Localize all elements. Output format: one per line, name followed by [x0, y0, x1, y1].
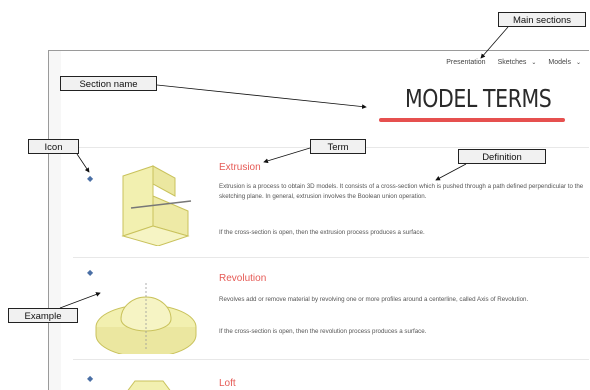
callout-section-name: Section name: [60, 76, 157, 91]
loft-icon: ◆: [87, 374, 94, 383]
term-title: Extrusion: [219, 162, 261, 173]
app-window: Presentation Sketches ⌄ Models ⌄ MODEL TER…: [48, 50, 589, 390]
term-note: If the cross-section is open, then the e…: [219, 229, 425, 236]
nav-sketches-label: Sketches: [497, 59, 527, 66]
callout-example: Example: [8, 308, 78, 323]
main-nav: Presentation Sketches ⌄ Models ⌄: [446, 59, 581, 66]
term-title: Loft: [219, 378, 236, 389]
section-divider: [73, 359, 589, 360]
term-note: If the cross-section is open, then the r…: [219, 328, 427, 335]
title-underline: [379, 118, 565, 122]
nav-models[interactable]: Models ⌄: [548, 59, 581, 66]
chevron-down-icon: ⌄: [575, 60, 581, 66]
callout-term: Term: [310, 139, 366, 154]
section-divider: [73, 257, 589, 258]
extrusion-example-model: [121, 165, 192, 246]
term-definition: Extrusion is a process to obtain 3D mode…: [219, 183, 584, 200]
nav-models-label: Models: [548, 59, 571, 66]
page-title: MODEL TERMS: [405, 84, 552, 113]
callout-main-sections: Main sections: [498, 12, 586, 27]
revolution-example-model: [95, 283, 197, 354]
term-definition: Revolves add or remove material by revol…: [219, 296, 529, 303]
revolution-icon: ◆: [87, 268, 94, 277]
callout-definition: Definition: [458, 149, 546, 164]
loft-example-model: [127, 380, 171, 390]
content-area: Presentation Sketches ⌄ Models ⌄ MODEL TER…: [61, 51, 589, 390]
nav-sketches[interactable]: Sketches ⌄: [498, 59, 537, 66]
chevron-down-icon: ⌄: [531, 60, 537, 66]
term-title: Revolution: [219, 273, 267, 284]
callout-icon: Icon: [28, 139, 79, 154]
nav-presentation[interactable]: Presentation: [446, 59, 486, 66]
extrusion-icon: ◆: [87, 174, 94, 183]
